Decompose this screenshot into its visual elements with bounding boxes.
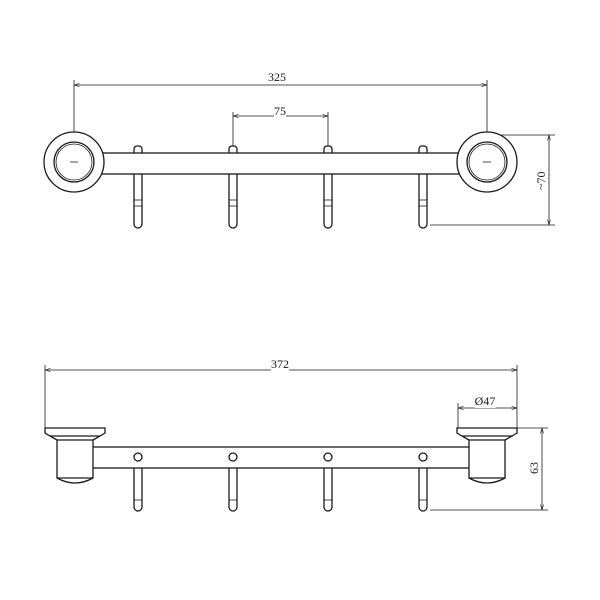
mount-flange [44, 427, 106, 437]
hook-stem [323, 464, 333, 512]
mount-edge [461, 435, 470, 441]
dim-hook-spacing: 75 [274, 104, 286, 118]
hook-stem [323, 169, 333, 229]
rail-bar [89, 152, 471, 175]
mount-body [468, 439, 506, 479]
rosette-inner [53, 141, 95, 183]
rosette-core [468, 143, 506, 181]
mount-cap [468, 477, 506, 484]
rosette-inner [466, 141, 508, 183]
hook-stem [418, 464, 428, 512]
hook-hole [133, 452, 143, 462]
hook-stem [133, 464, 143, 512]
mount-edge [49, 435, 58, 441]
dim-overall-top: 325 [268, 70, 286, 84]
mount-edge [92, 435, 101, 441]
hook-stem [228, 169, 238, 229]
dim-diameter: Ø47 [474, 394, 496, 408]
hook-stem [228, 464, 238, 512]
rail-bar [89, 446, 473, 469]
hook-stem [133, 169, 143, 229]
dim-height-top: ~70 [534, 170, 548, 190]
mount-flange [456, 427, 518, 437]
rosette-core [55, 143, 93, 181]
hook-hole [228, 452, 238, 462]
top-view [43, 80, 555, 229]
dim-overall-side: 372 [271, 357, 289, 371]
mount-body [56, 439, 94, 479]
hook-hole [323, 452, 333, 462]
mount-edge [504, 435, 513, 441]
dim-height-side: 63 [527, 462, 541, 474]
hook-stem [418, 169, 428, 229]
side-view [44, 365, 548, 512]
mount-cap [56, 477, 94, 484]
hook-hole [418, 452, 428, 462]
